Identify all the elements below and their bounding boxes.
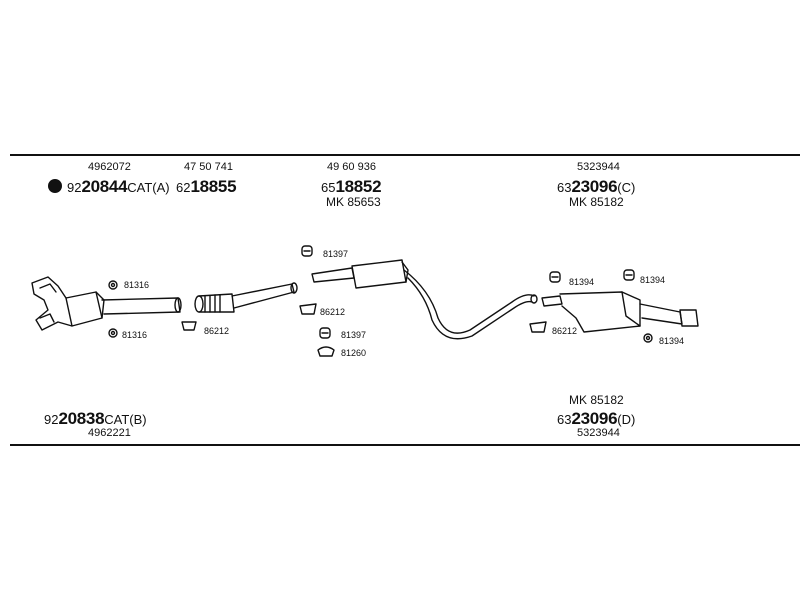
hanger-icon [529,321,547,333]
fitting-label: 81394 [659,336,685,346]
fitting-label: 86212 [320,307,346,317]
fitting-label: 81394 [640,275,666,285]
fitting-label: 86212 [204,326,230,336]
mounting-kit-label: MK 85182 [569,393,624,407]
ref-label: 5323944 [577,427,620,439]
clamp-icon [108,328,118,338]
part-number-rear-silencer-d[interactable]: 6323096(D) [557,409,636,428]
middle-silencer-icon [311,259,538,340]
mounting-kit-label: MK 85653 [326,195,381,209]
part-number-cat-b[interactable]: 9220838CAT(B) [44,409,147,428]
part-number-middle-silencer[interactable]: 6518852 [321,177,382,196]
clamp-icon [623,269,635,281]
part-number-cat-a[interactable]: 9220844CAT(A) [67,177,170,196]
clamp-icon [549,271,561,283]
clamp-icon [301,245,313,257]
clamp-icon [108,280,118,290]
fitting-label: 81260 [341,348,367,358]
ref-label: 4962072 [88,161,131,173]
bottom-rule [10,444,800,446]
fitting-label: 81316 [122,330,148,340]
clamp-icon [643,333,653,343]
fitting-label: 81397 [323,249,349,259]
part-number-rear-silencer-c[interactable]: 6323096(C) [557,177,636,196]
hanger-icon [317,346,335,357]
fitting-label: 81397 [341,330,367,340]
ref-label: 49 60 936 [327,161,376,173]
ref-label: 4962221 [88,427,131,439]
front-pipe-icon [194,282,298,313]
hanger-icon [299,303,317,315]
hanger-icon [181,321,197,331]
fitting-label: 81394 [569,277,595,287]
mounting-kit-label: MK 85182 [569,195,624,209]
clamp-icon [319,327,331,339]
part-number-front-pipe[interactable]: 6218855 [176,177,237,196]
ref-label: 5323944 [577,161,620,173]
top-rule [10,154,800,156]
ref-label: 47 50 741 [184,161,233,173]
catalyst-marker-icon [48,179,62,193]
rear-silencer-icon [541,291,699,333]
catalytic-converter-icon [31,276,182,331]
fitting-label: 86212 [552,326,578,336]
fitting-label: 81316 [124,280,150,290]
